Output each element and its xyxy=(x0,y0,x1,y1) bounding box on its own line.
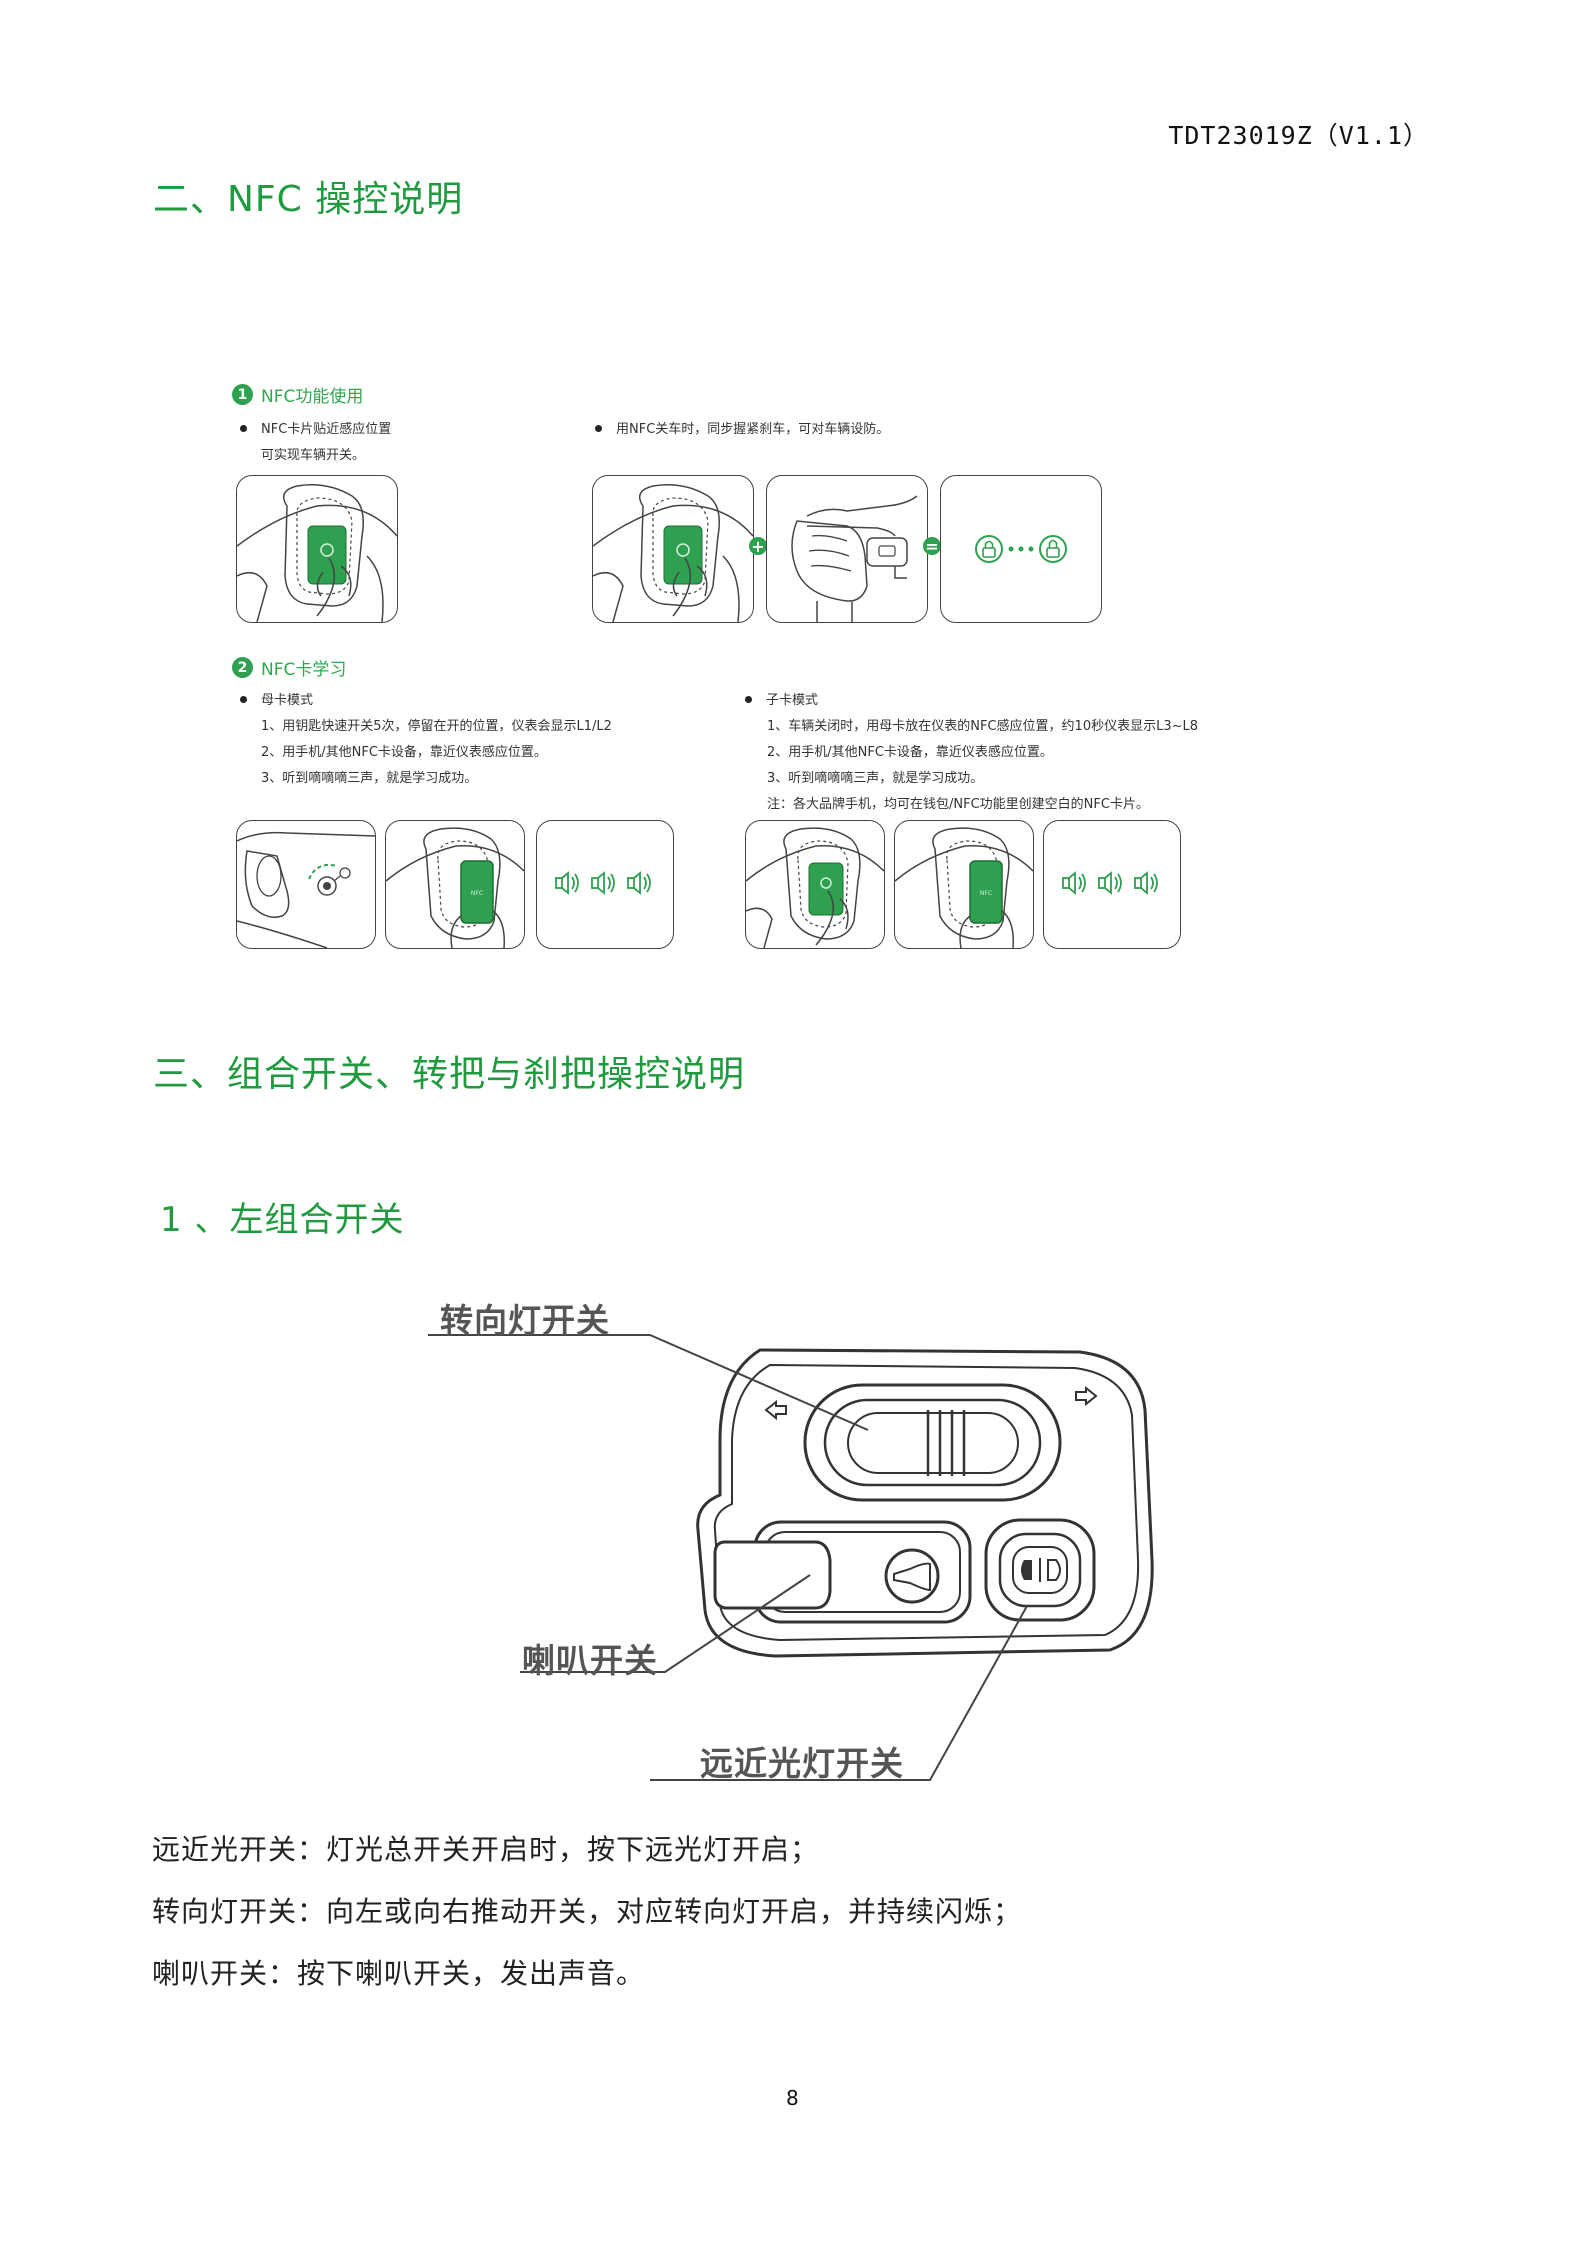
desc-beam-switch: 远近光开关：灯光总开关开启时，按下远光灯开启； xyxy=(152,1833,820,1866)
phone-tap-illustration: NFC xyxy=(386,827,524,948)
beep-illustration xyxy=(1062,871,1158,895)
beep-illustration xyxy=(555,871,651,895)
master-step-2: 2、用手机/其他NFC卡设备，靠近仪表感应位置。 xyxy=(261,745,547,760)
step-number-badge: 2 xyxy=(232,657,253,678)
nfc-learning-title: NFC卡学习 xyxy=(261,660,347,680)
desc-horn-switch: 喇叭开关：按下喇叭开关，发出声音。 xyxy=(152,1957,646,1990)
left-switch-subtitle: 1 、左组合开关 xyxy=(160,1200,405,1240)
master-mode-title: 母卡模式 xyxy=(240,688,313,714)
nfc-learning-heading: 2 NFC卡学习 xyxy=(232,655,346,680)
card-tap-child-illustration xyxy=(746,827,884,948)
section-switch-title: 三、组合开关、转把与刹把操控说明 xyxy=(153,1054,746,1095)
callout-horn-switch: 喇叭开关 xyxy=(522,1641,658,1680)
nfc-usage-bullet-right: 用NFC关车时，同步握紧刹车，可对车辆设防。 xyxy=(595,417,889,443)
child-step-2: 2、用手机/其他NFC卡设备，靠近仪表感应位置。 xyxy=(767,745,1053,760)
panel-lock-result xyxy=(940,475,1102,623)
equals-icon: = xyxy=(923,537,941,556)
child-step-1: 1、车辆关闭时，用母卡放在仪表的NFC感应位置，约10秒仪表显示L3~L8 xyxy=(767,719,1199,734)
nfc-usage-heading: 1 NFC功能使用 xyxy=(232,382,363,407)
phone-tap-child-illustration: NFC xyxy=(895,827,1033,948)
master-step-3: 3、听到嘀嘀嘀三声，就是学习成功。 xyxy=(261,771,478,786)
document-code: TDT23019Z（V1.1） xyxy=(1168,121,1429,150)
panel-brake-grip xyxy=(766,475,928,623)
panel-card-tap xyxy=(236,475,398,623)
section-nfc-title: 二、NFC 操控说明 xyxy=(153,179,464,220)
plus-icon: + xyxy=(749,537,767,556)
panel-phone-tap-child: NFC xyxy=(894,820,1034,949)
lock-result-illustration xyxy=(975,535,1067,563)
desc-turn-switch: 转向灯开关：向左或向右推动开关，对应转向灯开启，并持续闪烁； xyxy=(152,1895,1023,1928)
panel-beep-child xyxy=(1043,820,1181,949)
phone-label: NFC xyxy=(980,890,992,897)
nfc-usage-bullet-left: NFC卡片贴近感应位置 xyxy=(240,417,391,443)
panel-key-switch xyxy=(236,820,376,949)
master-step-1: 1、用钥匙快速开关5次，停留在开的位置，仪表会显示L1/L2 xyxy=(261,719,612,734)
child-step-3: 3、听到嘀嘀嘀三声，就是学习成功。 xyxy=(767,771,984,786)
callout-turn-switch: 转向灯开关 xyxy=(440,1301,610,1340)
panel-beep-master xyxy=(536,820,674,949)
phone-label: NFC xyxy=(471,890,483,897)
card-tap-illustration xyxy=(237,484,397,622)
child-note: 注：各大品牌手机，均可在钱包/NFC功能里创建空白的NFC卡片。 xyxy=(767,797,1149,812)
panel-card-tap-child xyxy=(745,820,885,949)
panel-phone-tap-master: NFC xyxy=(385,820,525,949)
brake-grip-illustration xyxy=(791,495,918,622)
nfc-usage-title: NFC功能使用 xyxy=(261,387,364,407)
page-number: 8 xyxy=(786,2086,799,2110)
child-mode-title: 子卡模式 xyxy=(745,688,818,714)
key-switch-illustration xyxy=(237,831,375,948)
nfc-usage-bullet-left-cont: 可实现车辆开关。 xyxy=(261,448,366,463)
callout-beam-switch: 远近光灯开关 xyxy=(700,1744,904,1783)
card-tap-off-illustration xyxy=(593,484,753,622)
left-combo-switch-diagram xyxy=(428,1334,1154,1781)
panel-card-tap-off xyxy=(592,475,754,623)
step-number-badge: 1 xyxy=(232,384,253,405)
